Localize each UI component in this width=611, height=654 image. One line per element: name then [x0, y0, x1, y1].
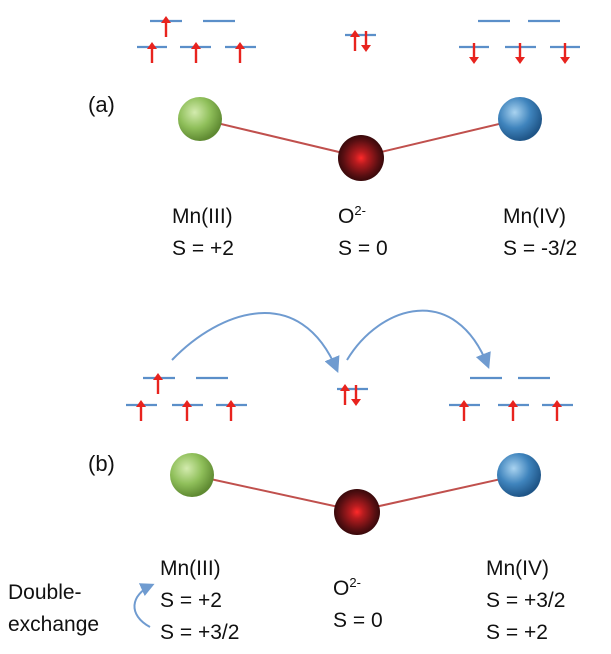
mn4-atom	[498, 97, 542, 141]
mn4-name: Mn(IV)	[503, 205, 566, 228]
spin-arrow-head	[351, 399, 361, 406]
spin-arrow-head	[147, 42, 157, 49]
spin-arrow-head	[226, 400, 236, 407]
mn3-atom	[170, 453, 214, 497]
mn3-label-a: Mn(III) S = +2	[172, 204, 234, 262]
spin-up-arrow	[459, 400, 469, 421]
spin-arrow-head	[191, 42, 201, 49]
spin-arrow-head	[182, 400, 192, 407]
spin-down-arrow	[560, 43, 570, 64]
oxygen-label-a: O2- S = 0	[338, 204, 388, 262]
mn3-spin-final: S = +3/2	[160, 621, 240, 644]
double-exchange-caption: Double- exchange	[8, 580, 99, 638]
mn3-label-b: Mn(III) S = +2 S = +3/2	[160, 556, 239, 646]
mn4-spin-final: S = +2	[486, 621, 548, 644]
oxygen-atom	[338, 135, 384, 181]
oxygen-spin: S = 0	[333, 609, 383, 632]
hop-arrow-o-to-mn4	[346, 309, 491, 369]
spin-up-arrow	[340, 384, 350, 405]
oxygen-orbital-level-a	[345, 30, 376, 52]
panel-a-label: (a)	[88, 92, 115, 117]
spin-down-arrow	[351, 385, 361, 406]
mn4-orbital-levels-b	[449, 376, 573, 421]
spin-up-arrow	[136, 400, 146, 421]
panel-b	[126, 309, 573, 628]
spin-arrow-head	[350, 30, 360, 37]
mn4-spin: S = -3/2	[503, 237, 578, 260]
spin-up-arrow	[182, 400, 192, 421]
mn3-o-bond	[199, 118, 361, 158]
spin-arrow-head	[508, 400, 518, 407]
mn4-name: Mn(IV)	[486, 557, 549, 580]
spin-up-arrow	[235, 42, 245, 63]
spin-up-arrow	[552, 400, 562, 421]
oxygen-name: O2-	[338, 203, 366, 228]
spin-down-arrow	[361, 31, 371, 52]
mn3-orbital-levels-a	[137, 16, 256, 63]
mn3-spin: S = +2	[172, 237, 234, 260]
spin-arrow-head	[340, 384, 350, 391]
bonds-a	[199, 118, 521, 158]
spin-arrow-head	[515, 57, 525, 64]
mn3-name: Mn(III)	[172, 205, 233, 228]
oxygen-atom	[334, 489, 380, 535]
hop-arrow-mn3-to-o	[171, 312, 340, 373]
spin-up-arrow	[508, 400, 518, 421]
spin-up-arrow	[191, 42, 201, 63]
spin-arrow-head	[469, 57, 479, 64]
spin-arrow-head	[560, 57, 570, 64]
oxygen-orbital-level-b	[337, 384, 368, 406]
spin-arrow-head	[153, 373, 163, 380]
spin-up-arrow	[147, 42, 157, 63]
spin-down-arrow	[469, 43, 479, 64]
mn4-spin-initial: S = +3/2	[486, 589, 566, 612]
mn3-orbital-levels-b	[126, 373, 247, 421]
spin-up-arrow	[161, 16, 171, 37]
spin-arrow-head	[235, 42, 245, 49]
bonds-b	[191, 474, 520, 512]
mn4-label-a: Mn(IV) S = -3/2	[503, 204, 577, 262]
mn3-atom	[178, 97, 222, 141]
o-mn4-bond	[359, 118, 521, 158]
spin-arrow-head	[459, 400, 469, 407]
mn4-label-b: Mn(IV) S = +3/2 S = +2	[486, 556, 565, 646]
mn4-orbital-levels-a	[459, 19, 580, 64]
caption-line-1: Double-	[8, 581, 82, 604]
mn3-o-bond	[191, 474, 358, 512]
spin-down-arrow	[515, 43, 525, 64]
panel-a	[137, 16, 580, 181]
panel-b-label: (b)	[88, 451, 115, 476]
spin-up-arrow	[350, 30, 360, 51]
spin-up-arrow	[153, 373, 163, 394]
spin-arrow-head	[136, 400, 146, 407]
caption-line-2: exchange	[8, 613, 100, 636]
spin-arrow-head	[161, 16, 171, 23]
oxygen-name: O2-	[333, 575, 361, 600]
mn3-spin-initial: S = +2	[160, 589, 222, 612]
o-mn4-bond	[356, 474, 520, 512]
mn3-name: Mn(III)	[160, 557, 221, 580]
spin-change-arrow	[133, 583, 155, 628]
spin-arrow-head	[361, 45, 371, 52]
spin-arrow-head	[552, 400, 562, 407]
electron-hop-arrows	[171, 309, 491, 373]
mn4-atom	[497, 453, 541, 497]
oxygen-label-b: O2- S = 0	[333, 576, 383, 634]
spin-up-arrow	[226, 400, 236, 421]
oxygen-spin: S = 0	[338, 237, 388, 260]
